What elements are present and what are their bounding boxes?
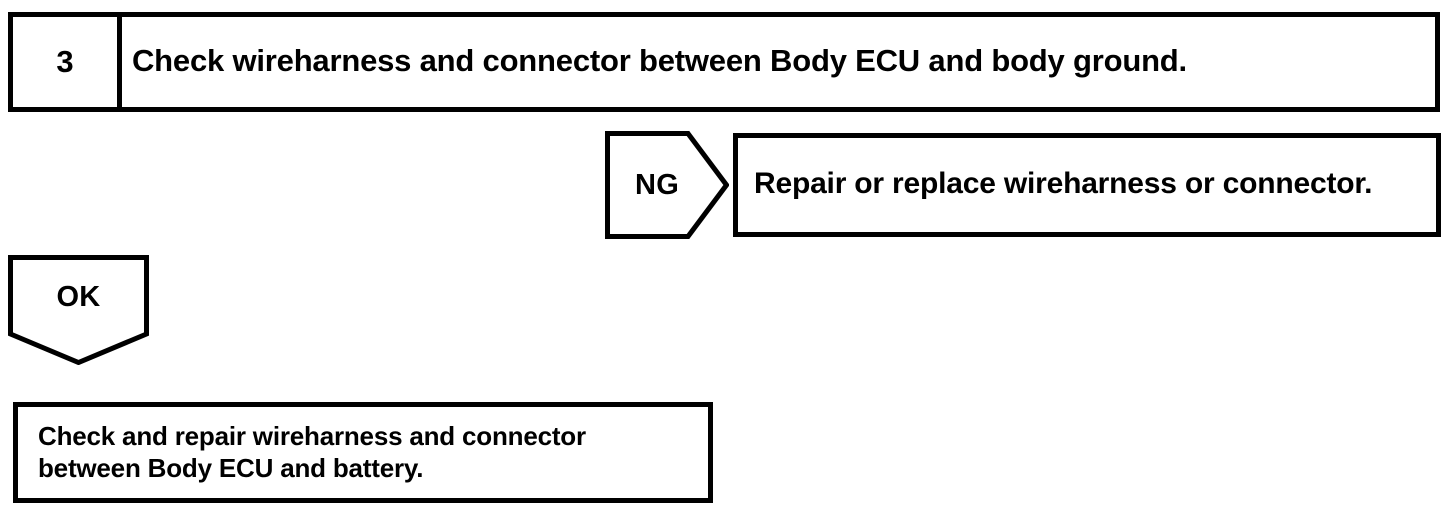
- step-number-cell: 3: [13, 17, 122, 107]
- ok-outcome-box: Check and repair wireharness and connect…: [13, 402, 713, 503]
- ng-outcome-box: Repair or replace wireharness or connect…: [733, 133, 1441, 237]
- ok-outcome-text-line-2: between Body ECU and battery.: [38, 452, 424, 483]
- ok-arrow-down-icon: [8, 255, 149, 365]
- ok-outcome-text-line-1: Check and repair wireharness and connect…: [38, 420, 586, 451]
- step-instruction-text: Check wireharness and connector between …: [132, 42, 1187, 78]
- step-row: 3 Check wireharness and connector betwee…: [8, 12, 1440, 112]
- ng-outcome-text: Repair or replace wireharness or connect…: [754, 167, 1373, 201]
- step-instruction-cell: Check wireharness and connector between …: [122, 17, 1435, 107]
- ng-arrow-right-icon: [605, 131, 729, 239]
- step-number: 3: [56, 43, 74, 79]
